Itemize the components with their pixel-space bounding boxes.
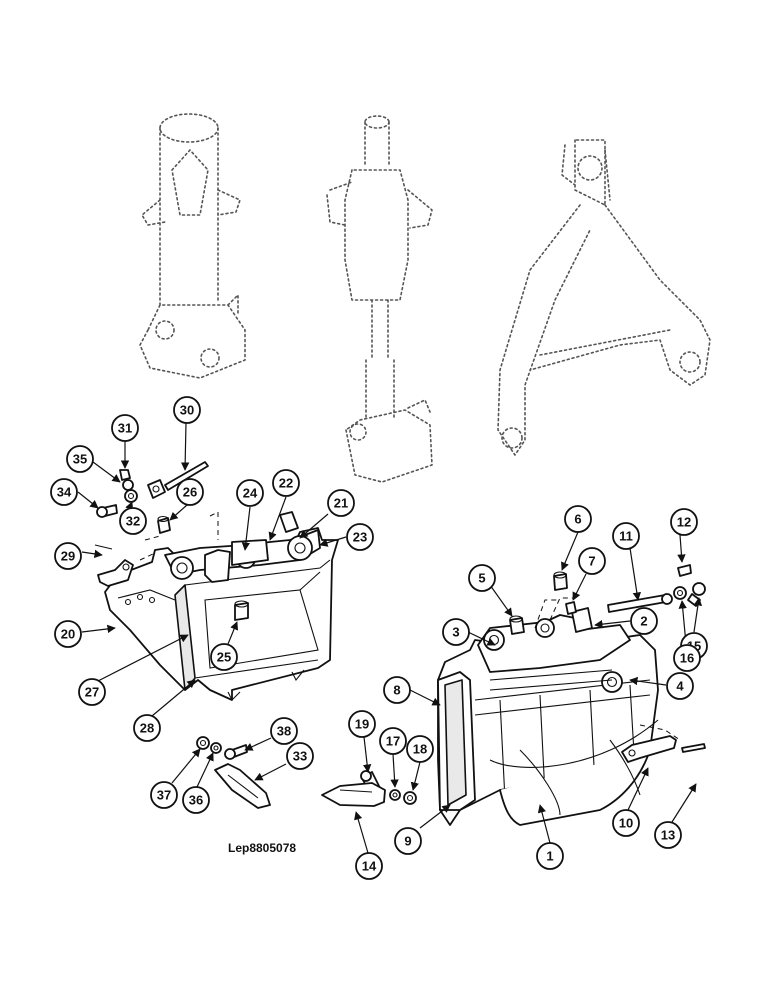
callout-28: 28	[133, 714, 161, 742]
callout-5: 5	[468, 564, 496, 592]
callout-21: 21	[327, 489, 355, 517]
callout-38: 38	[270, 717, 298, 745]
svg-text:22: 22	[279, 476, 293, 491]
callout-35: 35	[66, 445, 94, 473]
callout-32: 32	[119, 507, 147, 535]
callout-18: 18	[406, 735, 434, 763]
svg-text:3: 3	[452, 625, 459, 640]
svg-text:8: 8	[393, 683, 400, 698]
callout-26: 26	[176, 478, 204, 506]
svg-text:27: 27	[85, 685, 99, 700]
drawing-reference: Lep8805078	[228, 841, 296, 855]
svg-text:5: 5	[478, 571, 485, 586]
svg-text:14: 14	[362, 859, 377, 874]
svg-text:4: 4	[676, 679, 684, 694]
callout-34: 34	[50, 478, 78, 506]
callout-19: 19	[348, 710, 376, 738]
callout-6: 6	[564, 505, 592, 533]
callout-9: 9	[394, 827, 422, 855]
ghost-a-frame-link	[497, 139, 711, 456]
callout-37: 37	[150, 781, 178, 809]
svg-text:23: 23	[353, 530, 367, 545]
callout-25: 25	[210, 643, 238, 671]
callout-3: 3	[442, 618, 470, 646]
callout-36: 36	[182, 786, 210, 814]
svg-text:9: 9	[404, 834, 411, 849]
ghost-dipper-arm-end	[139, 113, 246, 379]
svg-text:10: 10	[619, 816, 633, 831]
callout-7: 7	[578, 547, 606, 575]
callout-30: 30	[173, 396, 201, 424]
callout-20: 20	[54, 620, 82, 648]
svg-text:25: 25	[217, 650, 231, 665]
svg-text:1: 1	[546, 849, 553, 864]
callout-13: 13	[654, 821, 682, 849]
svg-text:37: 37	[157, 788, 171, 803]
callout-4: 4	[666, 672, 694, 700]
svg-text:6: 6	[574, 512, 581, 527]
svg-text:24: 24	[243, 486, 258, 501]
callout-12: 12	[670, 508, 698, 536]
callout-10: 10	[612, 809, 640, 837]
svg-text:2: 2	[640, 614, 647, 629]
callout-2: 2	[630, 607, 658, 635]
svg-text:32: 32	[126, 514, 140, 529]
left-small-parts	[94, 461, 219, 587]
svg-text:21: 21	[334, 496, 348, 511]
callout-24: 24	[236, 479, 264, 507]
callout-33: 33	[286, 742, 314, 770]
svg-text:12: 12	[677, 515, 691, 530]
svg-text:38: 38	[277, 724, 291, 739]
svg-text:17: 17	[386, 734, 400, 749]
svg-text:16: 16	[680, 651, 694, 666]
svg-text:18: 18	[413, 742, 427, 757]
callout-23: 23	[346, 523, 374, 551]
leader-lines	[77, 422, 703, 854]
callout-17: 17	[379, 727, 407, 755]
svg-text:7: 7	[588, 554, 595, 569]
svg-text:31: 31	[118, 421, 132, 436]
callout-1: 1	[536, 842, 564, 870]
callout-29: 29	[54, 542, 82, 570]
svg-text:30: 30	[180, 403, 194, 418]
callout-22: 22	[272, 469, 300, 497]
callout-31: 31	[111, 414, 139, 442]
svg-text:29: 29	[61, 549, 75, 564]
callout-14: 14	[355, 852, 383, 880]
svg-text:34: 34	[57, 485, 72, 500]
callout-11: 11	[612, 522, 640, 550]
svg-text:11: 11	[619, 529, 633, 544]
right-small-parts	[321, 564, 706, 807]
svg-text:36: 36	[189, 793, 203, 808]
svg-text:20: 20	[61, 627, 75, 642]
svg-text:13: 13	[661, 828, 675, 843]
svg-text:28: 28	[140, 721, 154, 736]
svg-text:35: 35	[73, 452, 87, 467]
callout-27: 27	[78, 678, 106, 706]
svg-text:26: 26	[183, 485, 197, 500]
ghost-hydraulic-cylinder	[326, 115, 433, 483]
svg-text:19: 19	[355, 717, 369, 732]
svg-text:33: 33	[293, 749, 307, 764]
lower-left-parts	[196, 736, 271, 809]
left-bucket	[104, 511, 339, 701]
callout-8: 8	[383, 676, 411, 704]
callout-16: 16	[673, 644, 701, 672]
